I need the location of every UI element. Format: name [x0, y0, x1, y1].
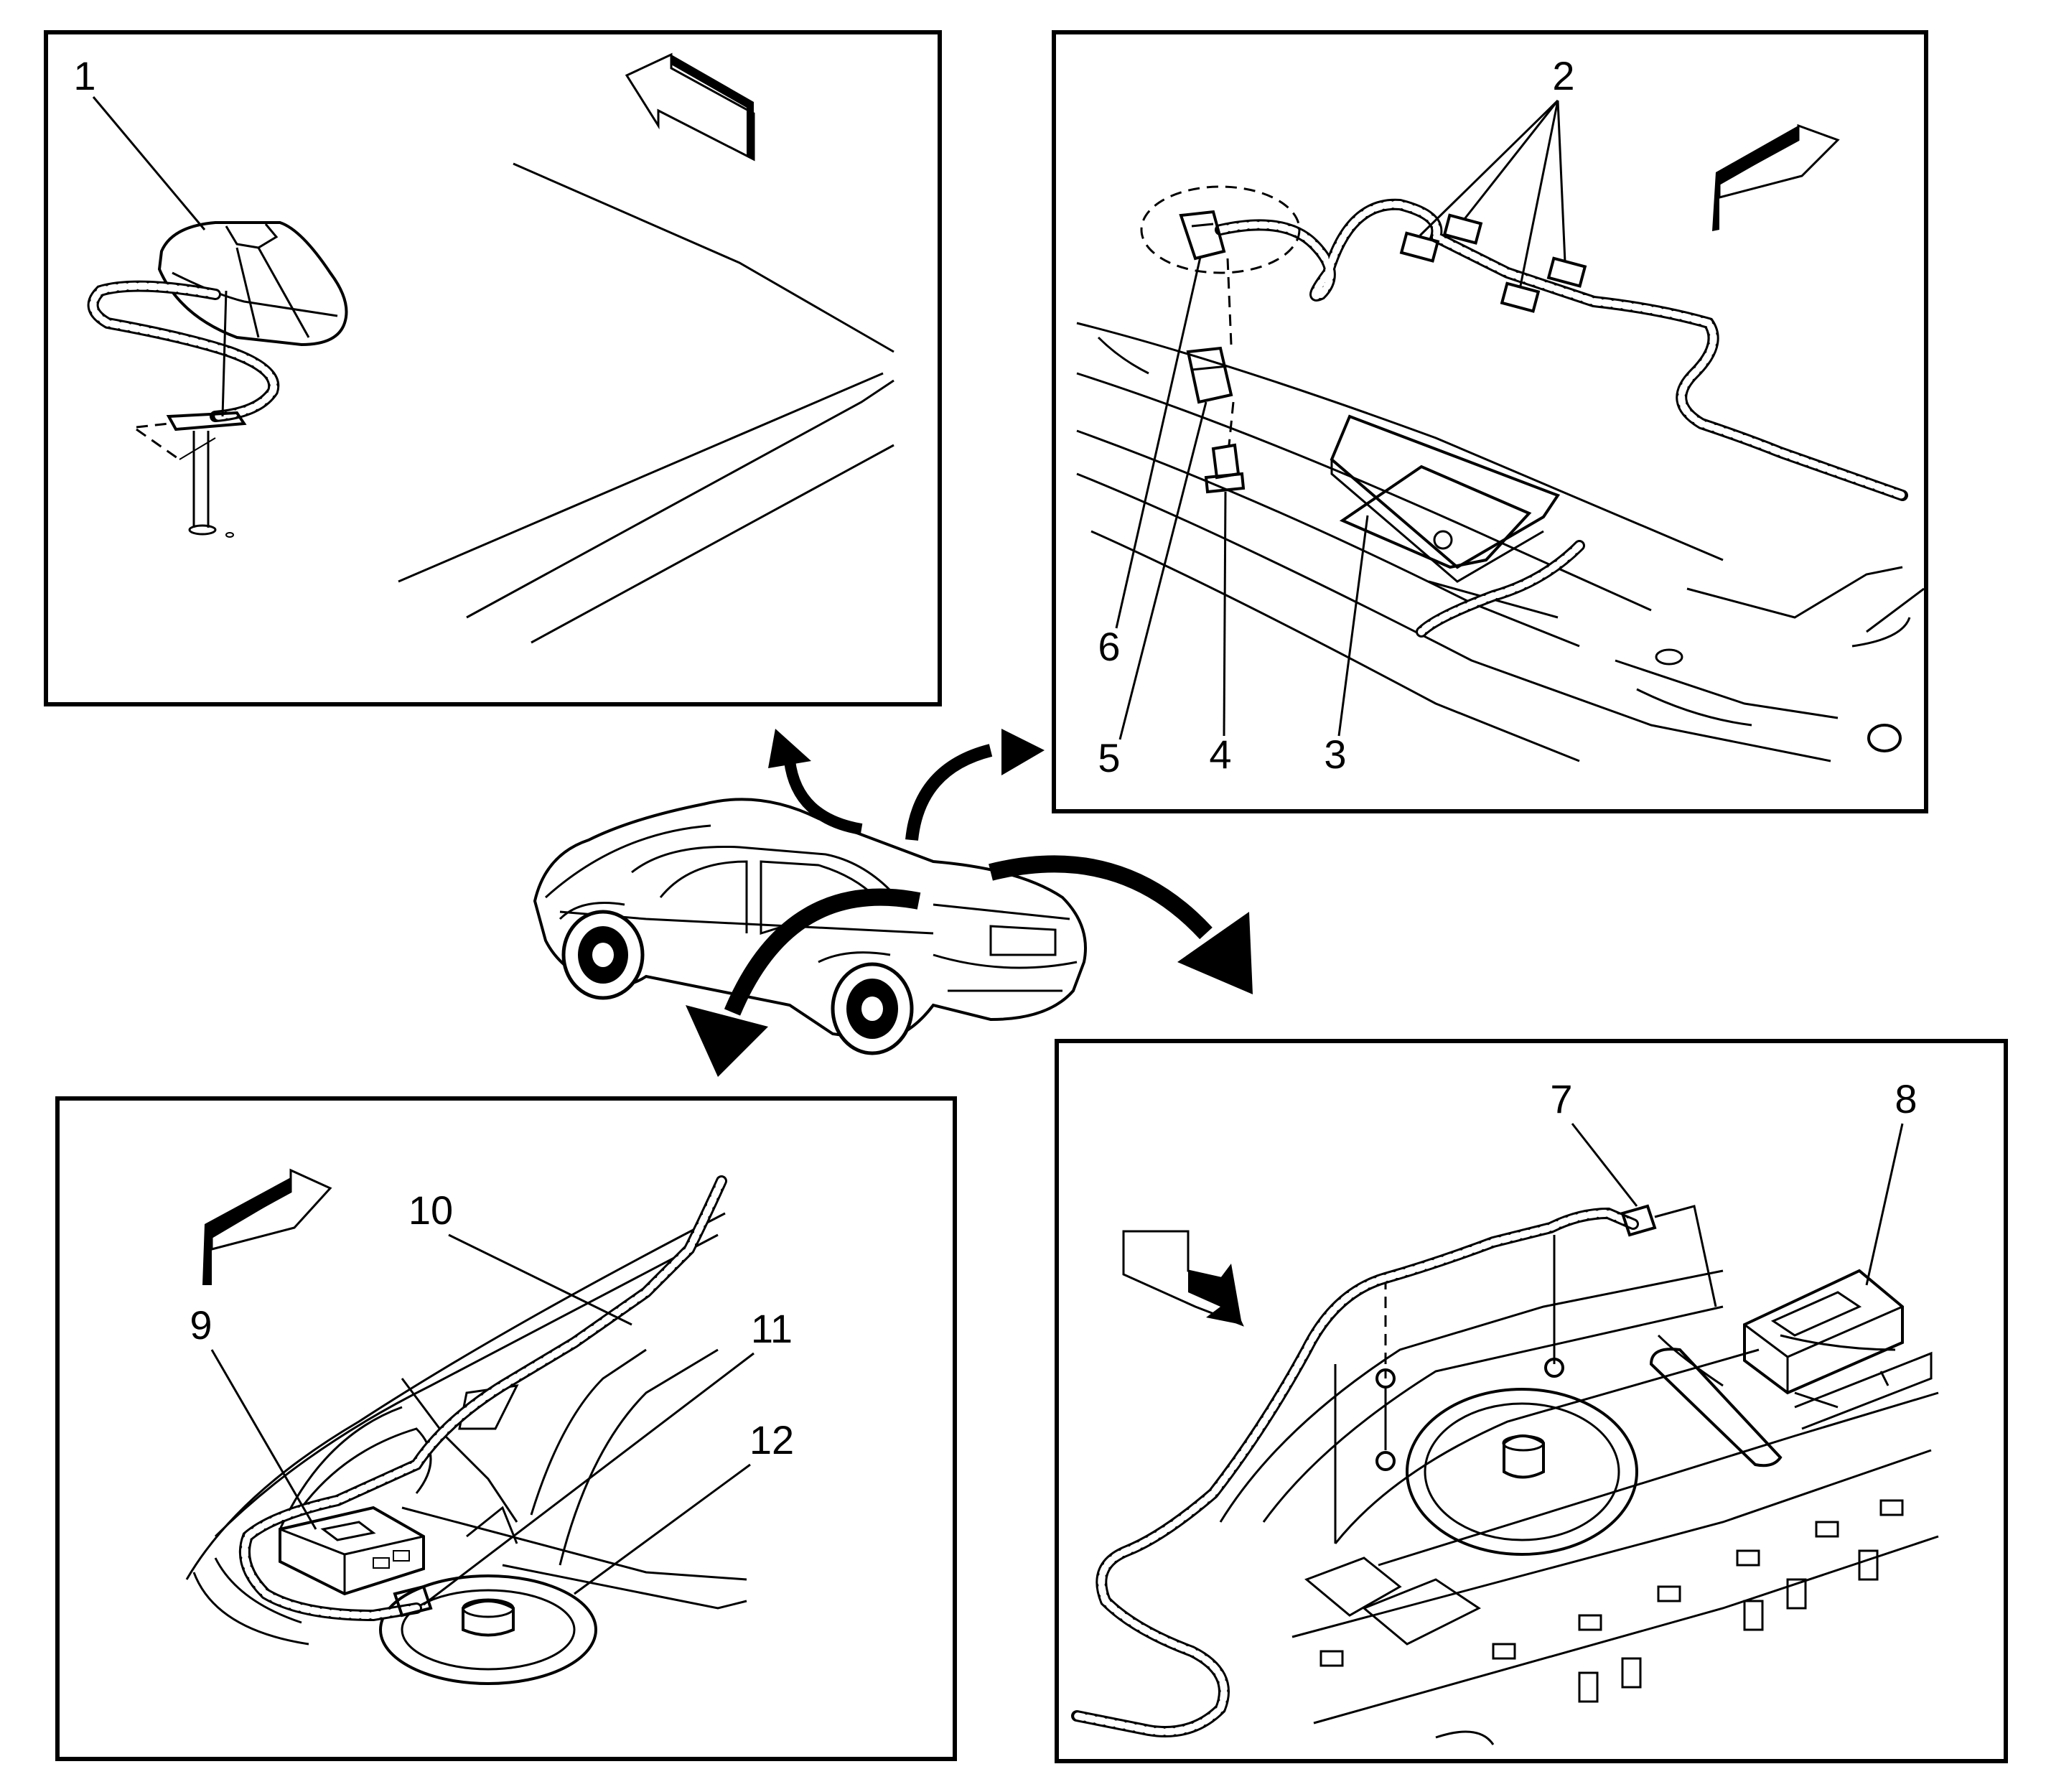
callout-4: 4	[1209, 732, 1231, 777]
vehicle	[533, 798, 1087, 1055]
callout-2: 2	[1552, 53, 1574, 98]
arrow-to-instrument-panel-icon	[905, 729, 1045, 841]
bolt	[1204, 443, 1246, 494]
arrow-to-rear-left-panel-icon	[686, 888, 921, 1077]
module-bracket	[1330, 414, 1561, 619]
callout-9: 9	[190, 1302, 212, 1348]
arrow-to-roof-antenna-icon	[768, 729, 863, 835]
rear-speaker	[1406, 1388, 1638, 1556]
digital-radio-receiver	[279, 1506, 425, 1596]
callout-3: 3	[1324, 732, 1346, 777]
panel-roof-antenna: 1	[44, 30, 942, 706]
callout-10: 10	[408, 1187, 453, 1233]
forward-arrow-icon	[1122, 1230, 1244, 1327]
forward-arrow-icon	[202, 1168, 332, 1285]
panel-rear-compartment-module: 10 9 11 12	[55, 1096, 957, 1761]
arrow-to-rear-right-panel-icon	[989, 855, 1253, 994]
callout-5: 5	[1098, 735, 1120, 780]
callout-7: 7	[1550, 1076, 1572, 1121]
forward-arrow-icon	[1712, 123, 1840, 231]
forward-arrow-icon	[625, 52, 755, 162]
callout-12: 12	[749, 1417, 794, 1462]
callout-1: 1	[73, 53, 95, 98]
antenna-cable-connector	[1186, 346, 1233, 404]
callout-11: 11	[751, 1306, 793, 1351]
panel-instrument-panel-module: 2 6 5 4 3	[1052, 30, 1928, 813]
satellite-radio-receiver	[1743, 1269, 1933, 1430]
harness-connector	[1179, 210, 1226, 261]
callout-6: 6	[1098, 624, 1120, 669]
callout-8: 8	[1895, 1076, 1917, 1121]
speaker	[379, 1574, 597, 1685]
vehicle-overview	[533, 729, 1253, 1077]
panel-rear-shelf-receiver: 7 8	[1055, 1039, 2008, 1763]
